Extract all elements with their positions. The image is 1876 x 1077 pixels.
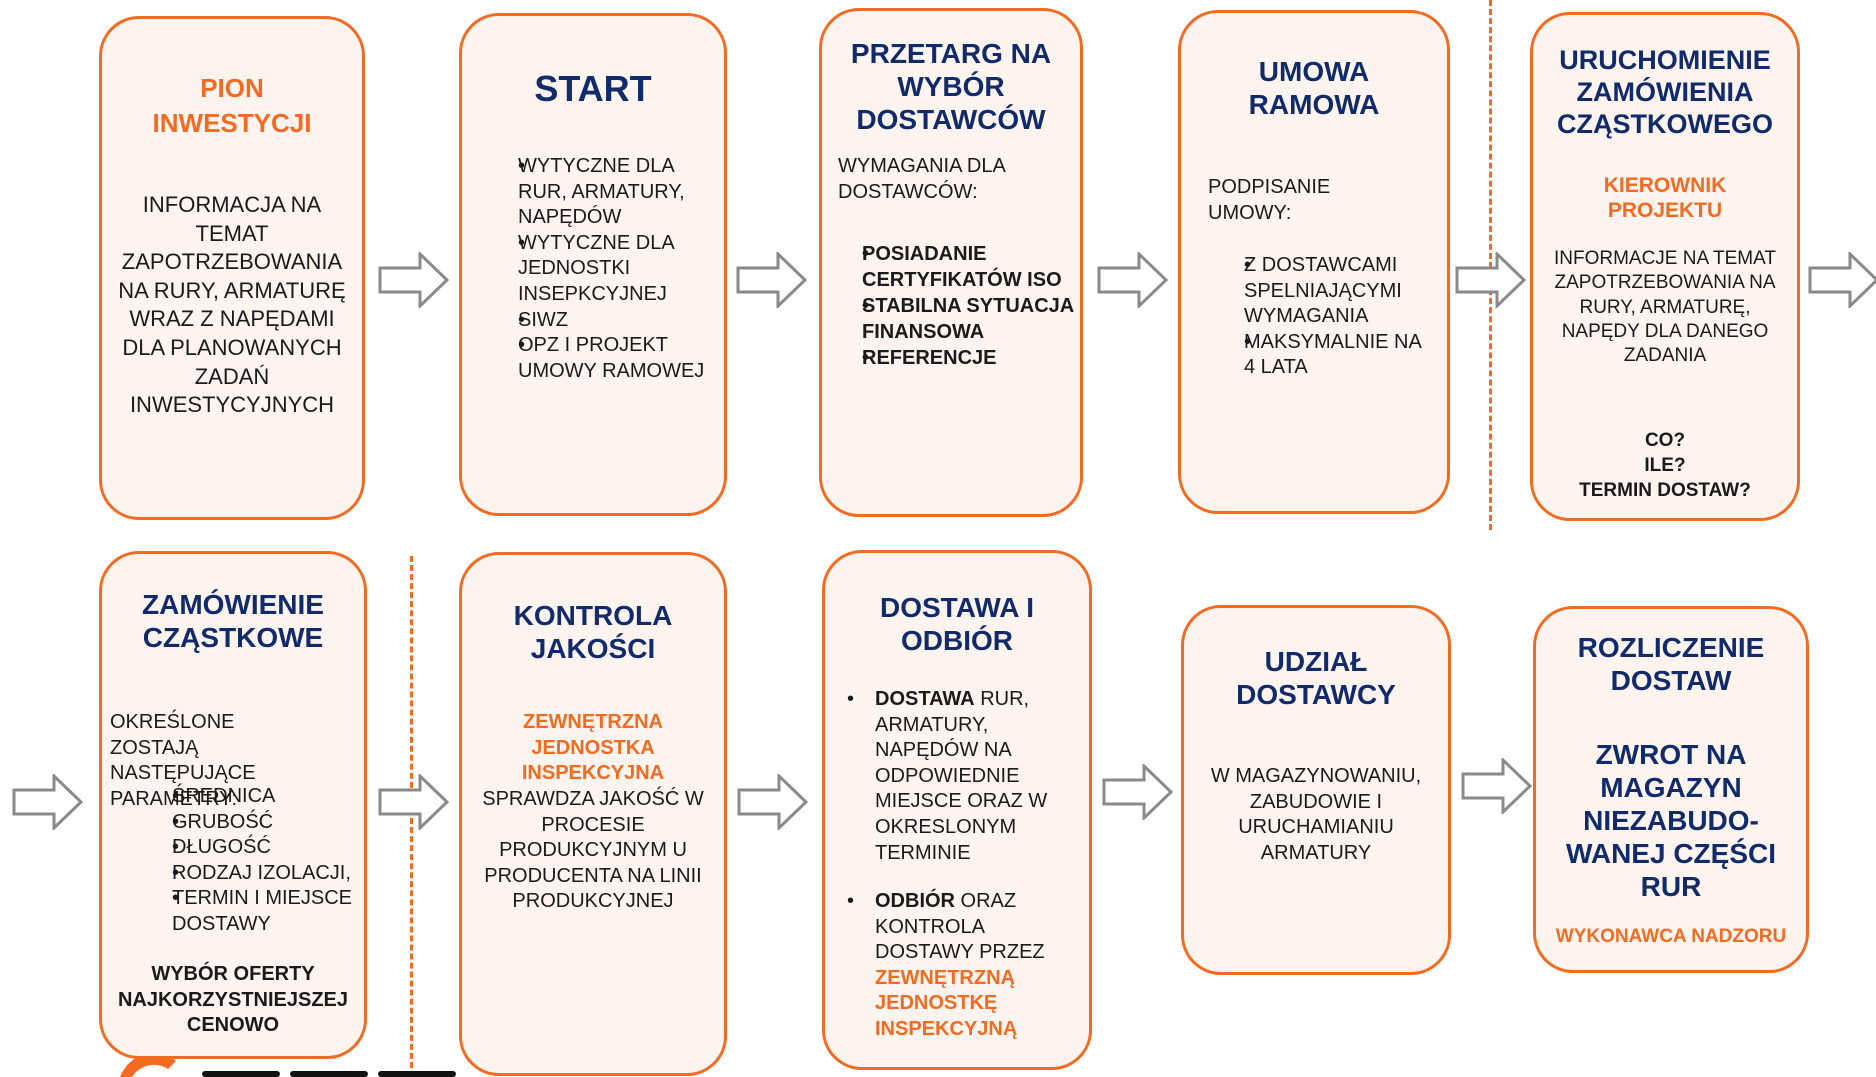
step-item-acceptance-org: ZEWNĘTRZNĄ JEDNOSTKĘ INSPEKCYJNĄ	[875, 966, 1018, 1040]
list-item: REFERENCJE	[826, 345, 1078, 371]
list-item: OPZ I PROJEKT UMOWY RAMOWEJ	[482, 333, 716, 384]
step-intro: WYMAGANIA DLA DOSTAWCÓW:	[838, 155, 1005, 203]
step-question-deadline: TERMIN DOSTAW?	[1579, 480, 1751, 501]
list-item: DŁUGOŚĆ	[110, 835, 364, 861]
list-item: WYTYCZNE DLA JEDNOSTKI INSEPKCYJNEJ	[482, 231, 716, 308]
step-item-delivery: • DOSTAWA RUR, ARMATURY, NAPĘDÓW NA ODPOW…	[847, 687, 1077, 866]
step-title: PION INWESTYCJI	[152, 73, 312, 139]
arrow-right-icon	[378, 774, 450, 830]
step-role: KIEROWNIK PROJEKTU	[1603, 174, 1727, 223]
list-item: GRUBOŚĆ	[110, 810, 364, 836]
step-title: UMOWA RAMOWA	[1248, 56, 1380, 121]
step-title: UDZIAŁ DOSTAWCY	[1236, 646, 1396, 711]
list-item: Z DOSTAWCAMI SPELNIAJĄCYMI WYMAGANIA	[1208, 253, 1433, 330]
arrow-right-icon	[378, 252, 450, 308]
step-start: START WYTYCZNE DLA RUR, ARMATURY, NAPĘDÓ…	[459, 13, 727, 516]
step-intro: PODPISANIE UMOWY:	[1208, 176, 1331, 224]
step-dostawa-i-odbior: DOSTAWA I ODBIÓR • DOSTAWA RUR, ARMATURY,…	[822, 550, 1092, 1070]
list-item: MAKSYMALNIE NA 4 LATA	[1208, 330, 1433, 381]
step-item-acceptance-text: ORAZ KONTROLA DOSTAWY PRZEZ	[875, 890, 1045, 964]
step-item-acceptance: • ODBIÓR ORAZ KONTROLA DOSTAWY PRZEZ ZEWN…	[847, 889, 1077, 1043]
step-role: WYKONAWCA NADZORU	[1555, 926, 1787, 947]
list-item: POSIADANIE CERTYFIKATÓW ISO	[826, 241, 1078, 293]
arrow-right-icon	[1455, 252, 1527, 308]
step-kontrola-jakosci: KONTROLA JAKOŚCI ZEWNĘTRZNA JEDNOSTKA IN…	[459, 552, 727, 1076]
phase-divider	[1489, 0, 1492, 530]
step-title: KONTROLA JAKOŚCI	[513, 600, 673, 665]
step-list: ŚREDNICA GRUBOŚĆ DŁUGOŚĆ RODZAJ IZOLACJI…	[110, 784, 364, 938]
arrow-right-icon	[1097, 252, 1169, 308]
arrow-right-icon	[1102, 764, 1174, 820]
list-item: RODZAJ IZOLACJI,	[110, 861, 364, 887]
company-logo	[120, 1057, 456, 1077]
list-item: WYTYCZNE DLA RUR, ARMATURY, NAPĘDÓW	[482, 154, 716, 231]
step-umowa-ramowa: UMOWA RAMOWA PODPISANIE UMOWY: Z DOSTAWC…	[1178, 10, 1450, 514]
step-title: ZAMÓWIENIE CZĄSTKOWE	[142, 589, 324, 654]
step-przetarg: PRZETARG NA WYBÓR DOSTAWCÓW WYMAGANIA DL…	[819, 8, 1083, 517]
step-item-delivery-text: RUR, ARMATURY, NAPĘDÓW NA ODPOWIEDNIE MI…	[875, 688, 1048, 864]
step-text: INFORMACJE NA TEMAT ZAPOTRZEBOWANIA NA R…	[1553, 248, 1777, 367]
arrow-right-icon	[1461, 758, 1533, 814]
step-title: URUCHOMIENIE ZAMÓWIENIA CZĄSTKOWEGO	[1557, 45, 1773, 139]
step-footer: WYBÓR OFERTY NAJKORZYSTNIEJSZEJ CENOWO	[117, 963, 349, 1037]
step-text: W MAGAZYNOWANIU, ZABUDOWIE I URUCHAMIANI…	[1210, 765, 1422, 864]
step-pion-inwestycji: PION INWESTYCJI INFORMACJA NA TEMAT ZAPO…	[99, 16, 365, 520]
step-item-acceptance-bold: ODBIÓR	[875, 890, 955, 912]
step-title: PRZETARG NA WYBÓR DOSTAWCÓW	[850, 38, 1052, 136]
step-uruchomienie: URUCHOMIENIE ZAMÓWIENIA CZĄSTKOWEGO KIER…	[1530, 12, 1800, 521]
step-list: WYTYCZNE DLA RUR, ARMATURY, NAPĘDÓW WYTY…	[482, 154, 716, 384]
step-question-what: CO?	[1644, 430, 1686, 451]
step-subtitle: ZWROT NA MAGAZYN NIEZABUDO-WANEJ CZĘŚCI …	[1565, 739, 1777, 903]
list-item: STABILNA SYTUACJA FINANSOWA	[826, 293, 1078, 345]
step-title: DOSTAWA I ODBIÓR	[880, 592, 1034, 657]
arrow-right-icon	[736, 252, 808, 308]
step-udzial-dostawcy: UDZIAŁ DOSTAWCY W MAGAZYNOWANIU, ZABUDOW…	[1181, 605, 1451, 975]
list-item: ŚREDNICA	[110, 784, 364, 810]
step-zamowienie-czastkowe: ZAMÓWIENIE CZĄSTKOWE OKREŚLONE ZOSTAJĄ N…	[99, 551, 367, 1059]
arrow-right-icon	[737, 774, 809, 830]
bullet: •	[847, 688, 855, 710]
step-text: INFORMACJA NA TEMAT ZAPOTRZEBOWANIA NA R…	[118, 192, 346, 418]
phase-divider	[410, 556, 413, 1077]
step-org: ZEWNĘTRZNA JEDNOSTKA INSPEKCYJNA	[521, 711, 665, 785]
arrow-right-icon	[1808, 252, 1876, 308]
step-title: START	[534, 68, 652, 109]
step-item-delivery-bold: DOSTAWA	[875, 688, 975, 710]
bullet: •	[847, 890, 855, 912]
step-rozliczenie-dostaw: ROZLICZENIE DOSTAW ZWROT NA MAGAZYN NIEZ…	[1533, 606, 1809, 973]
step-title: ROZLICZENIE DOSTAW	[1577, 632, 1765, 697]
list-item: TERMIN I MIEJSCE DOSTAWY	[110, 886, 364, 937]
arrow-right-icon	[12, 774, 84, 830]
list-item: SIWZ	[482, 308, 716, 334]
step-question-how-much: ILE?	[1644, 455, 1686, 476]
step-list: Z DOSTAWCAMI SPELNIAJĄCYMI WYMAGANIA MAK…	[1208, 253, 1433, 381]
step-list: POSIADANIE CERTYFIKATÓW ISO STABILNA SYT…	[826, 241, 1078, 371]
step-text: SPRAWDZA JAKOŚĆ W PROCESIE PRODUKCYJNYM …	[482, 788, 704, 913]
